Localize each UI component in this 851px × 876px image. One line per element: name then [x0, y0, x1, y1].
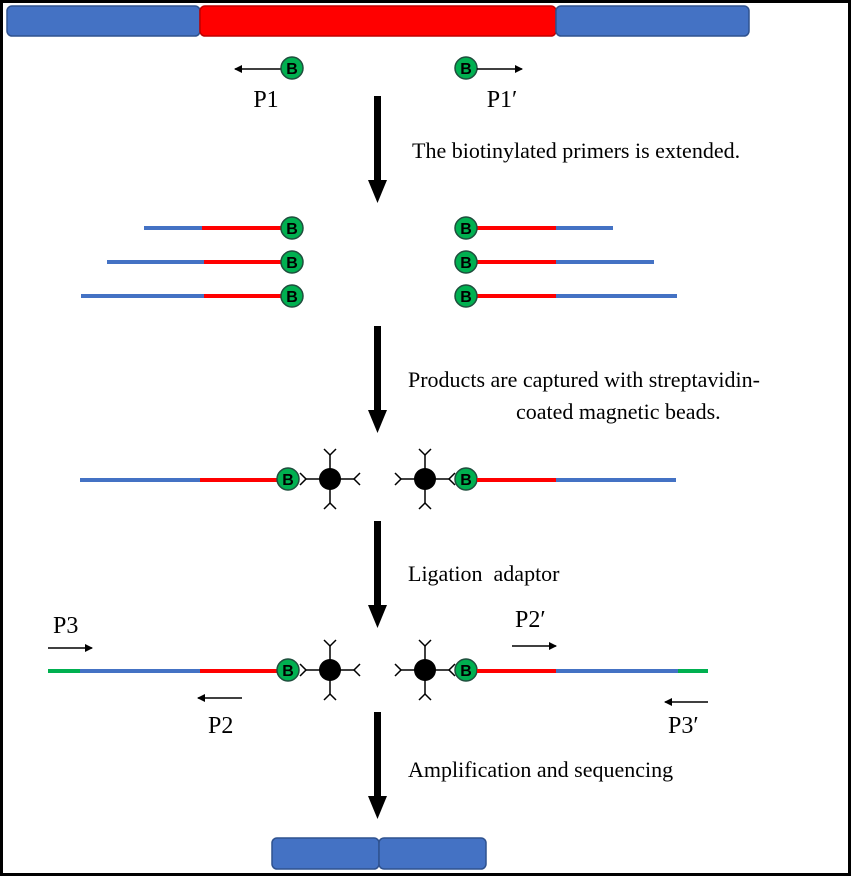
step-amplification-text: Amplification and sequencing	[408, 757, 673, 782]
svg-text:B: B	[286, 255, 298, 272]
biotin-icon: B	[280, 250, 304, 274]
biotin-icon: B	[454, 250, 478, 274]
biotin-p1-prime: B	[454, 56, 478, 80]
captured-products: B B	[80, 448, 676, 510]
primer-p3: P3	[48, 613, 93, 652]
svg-text:B: B	[460, 663, 472, 680]
step-arrow-ligation	[368, 521, 387, 628]
svg-text:B: B	[460, 289, 472, 306]
step-arrow-extension	[368, 96, 387, 203]
biotin-icon: B	[276, 467, 300, 491]
svg-text:B: B	[282, 663, 294, 680]
primer-p2-prime-label: P2′	[515, 607, 546, 633]
magnetic-bead-icon	[394, 639, 456, 701]
magnetic-bead-icon	[299, 448, 361, 510]
final-products	[271, 837, 487, 870]
primer-p3-prime: P3′	[664, 698, 708, 739]
final-product-left	[271, 837, 380, 870]
magnetic-bead-icon	[394, 448, 456, 510]
template-dna	[6, 5, 750, 37]
biotin-icon	[454, 56, 478, 80]
biotin-label: B	[460, 61, 472, 78]
primer-p2-label: P2	[208, 713, 233, 739]
primer-p1-prime: B P1′	[454, 56, 523, 113]
step-arrow-amplification	[368, 712, 387, 819]
primer-p3-prime-label: P3′	[668, 713, 699, 739]
svg-text:B: B	[460, 221, 472, 238]
biotin-icon: B	[454, 467, 478, 491]
primer-p2: P2	[197, 694, 242, 739]
template-left-flank	[6, 5, 201, 37]
final-product-right	[378, 837, 487, 870]
svg-text:B: B	[286, 289, 298, 306]
biotin-icon: B	[280, 284, 304, 308]
svg-text:B: B	[460, 472, 472, 489]
template-right-flank	[555, 5, 750, 37]
svg-text:B: B	[282, 472, 294, 489]
biotin-label: B	[286, 61, 298, 78]
step-arrow-capture	[368, 326, 387, 433]
step-capture-text-line2: coated magnetic beads.	[516, 399, 721, 424]
template-target-region	[199, 5, 557, 37]
primer-p1-prime-label: P1′	[487, 87, 518, 113]
ligated-products: B B	[48, 639, 708, 701]
primer-p2-prime: P2′	[512, 607, 557, 650]
biotin-icon	[280, 56, 304, 80]
extended-products-right: B B B	[454, 216, 677, 308]
biotin-icon: B	[454, 658, 478, 682]
extended-products-left: B B B	[81, 216, 304, 308]
biotin-icon: B	[454, 284, 478, 308]
primer-p1: B P1	[234, 56, 304, 113]
biotin-icon: B	[454, 216, 478, 240]
biotin-icon: B	[280, 216, 304, 240]
step-ligation-text: Ligation adaptor	[408, 561, 560, 586]
biotin-p1: B	[280, 56, 304, 80]
svg-text:B: B	[286, 221, 298, 238]
primer-p3-label: P3	[53, 613, 78, 639]
biotin-icon: B	[276, 658, 300, 682]
magnetic-bead-icon	[299, 639, 361, 701]
step-capture-text-line1: Products are captured with streptavidin-	[408, 367, 760, 392]
step-extension-text: The biotinylated primers is extended.	[412, 138, 740, 163]
svg-text:B: B	[460, 255, 472, 272]
primer-p1-label: P1	[253, 87, 278, 113]
